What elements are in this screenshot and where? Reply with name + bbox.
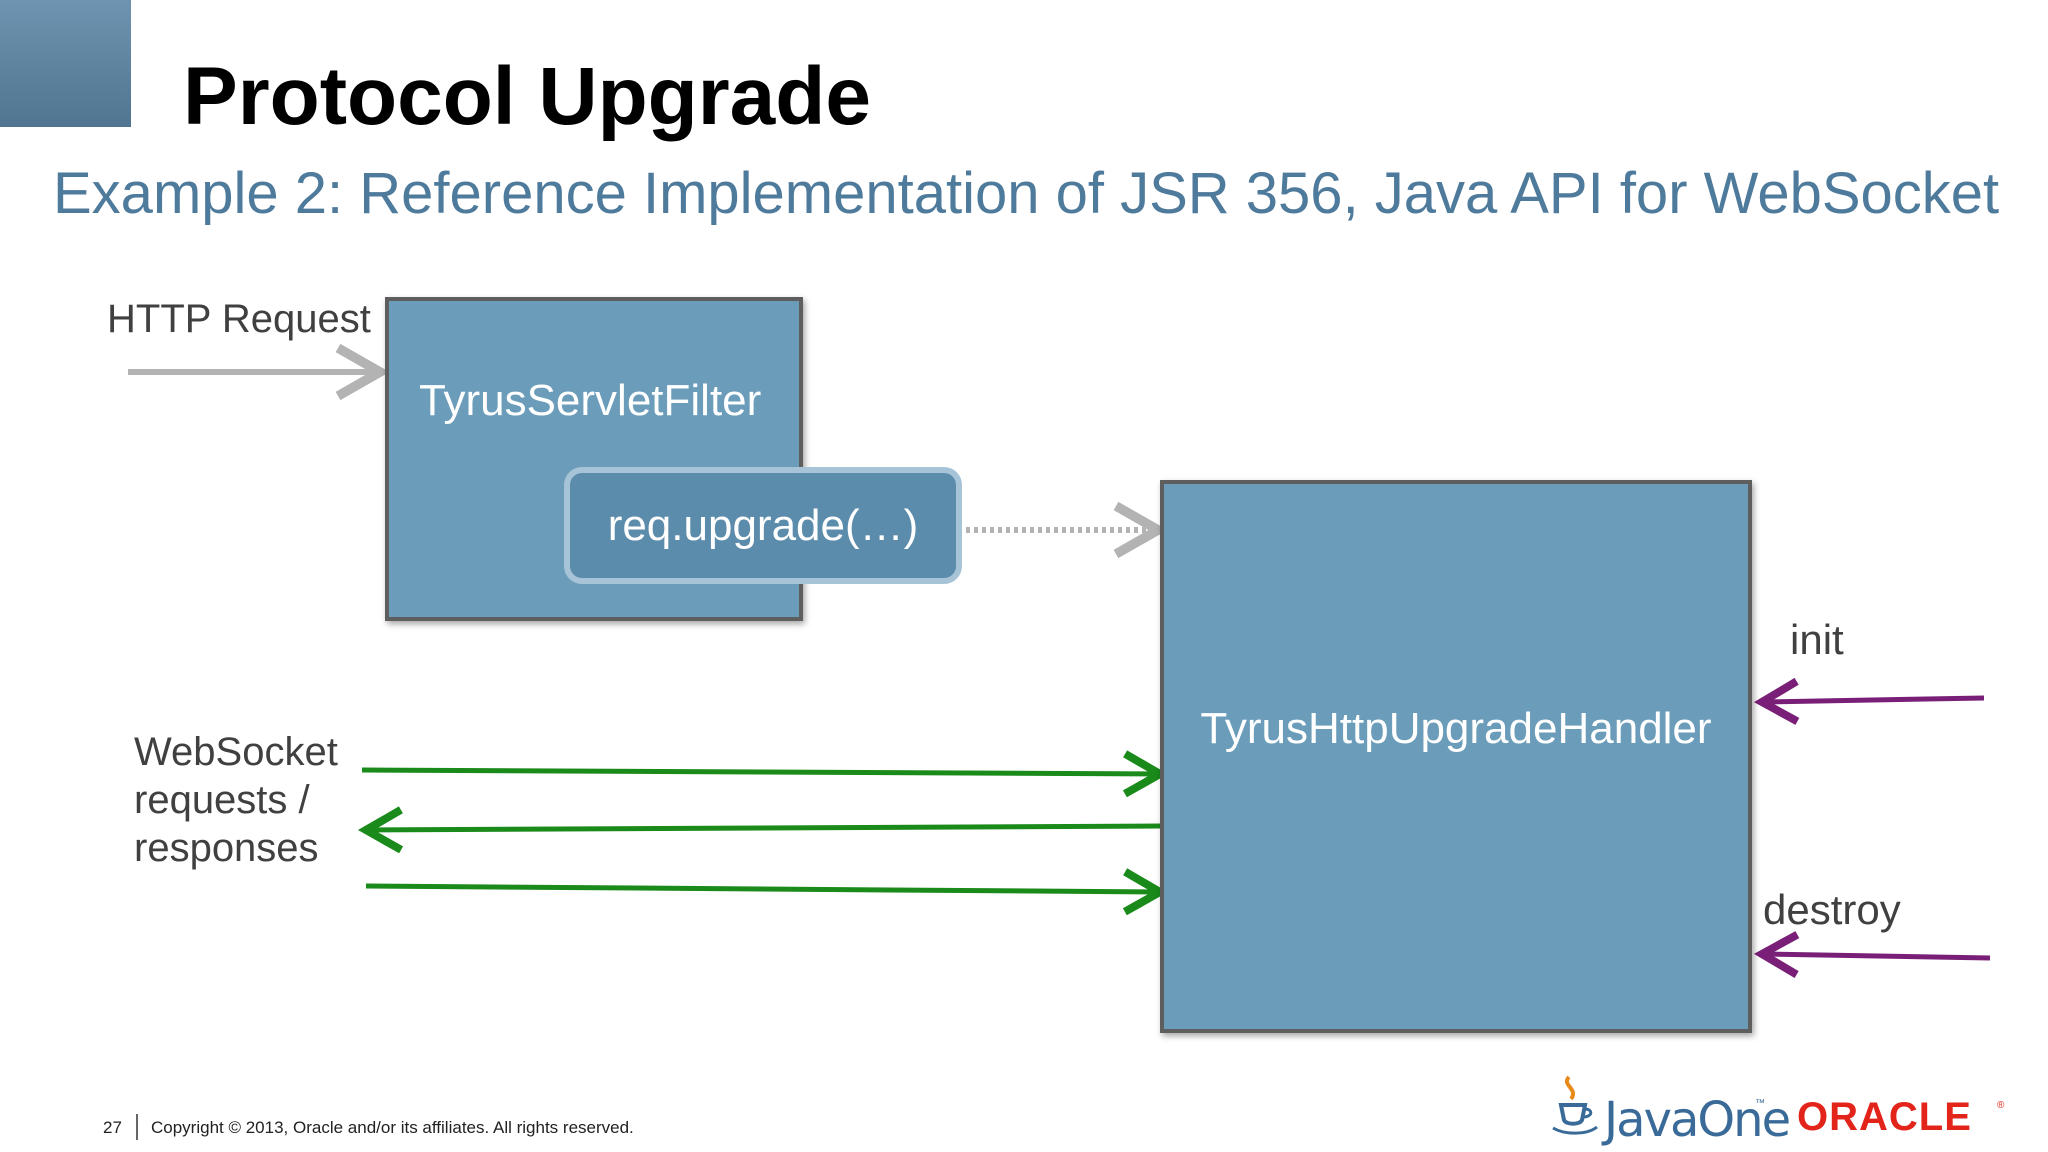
java-cup-icon [1552,1075,1598,1135]
websocket-label: WebSocket requests / responses [134,728,338,872]
javaone-trademark: ™ [1755,1098,1765,1109]
ws-request-arrow-2 [365,868,1169,916]
oracle-registered-mark: ® [1997,1100,2005,1111]
destroy-arrow [1753,931,1991,979]
oracle-logo: ORACLE [1797,1095,1972,1139]
init-arrow [1753,677,1985,725]
destroy-label: destroy [1763,886,1901,933]
ws-response-arrow [357,806,1161,854]
slide-subtitle: Example 2: Reference Implementation of J… [53,161,2000,226]
ws-request-arrow-1 [361,750,1169,798]
footer-divider [136,1114,138,1140]
websocket-label-line3: responses [134,826,319,870]
http-request-label: HTTP Request [107,297,371,341]
servlet-filter-label: TyrusServletFilter [419,376,762,425]
corner-accent-block [0,0,131,127]
page-number: 27 [103,1118,122,1137]
websocket-label-line1: WebSocket [134,730,338,774]
copyright-notice: Copyright © 2013, Oracle and/or its affi… [151,1118,634,1137]
websocket-label-line2: requests / [134,778,310,822]
javaone-logo: JavaOne [1604,1092,1791,1148]
upgrade-handler-box: TyrusHttpUpgradeHandler [1160,480,1752,1033]
upgrade-handler-label: TyrusHttpUpgradeHandler [1200,704,1712,753]
slide-title: Protocol Upgrade [183,51,871,142]
init-label: init [1790,616,1844,663]
upgrade-call-box: req.upgrade(…) [564,467,962,584]
